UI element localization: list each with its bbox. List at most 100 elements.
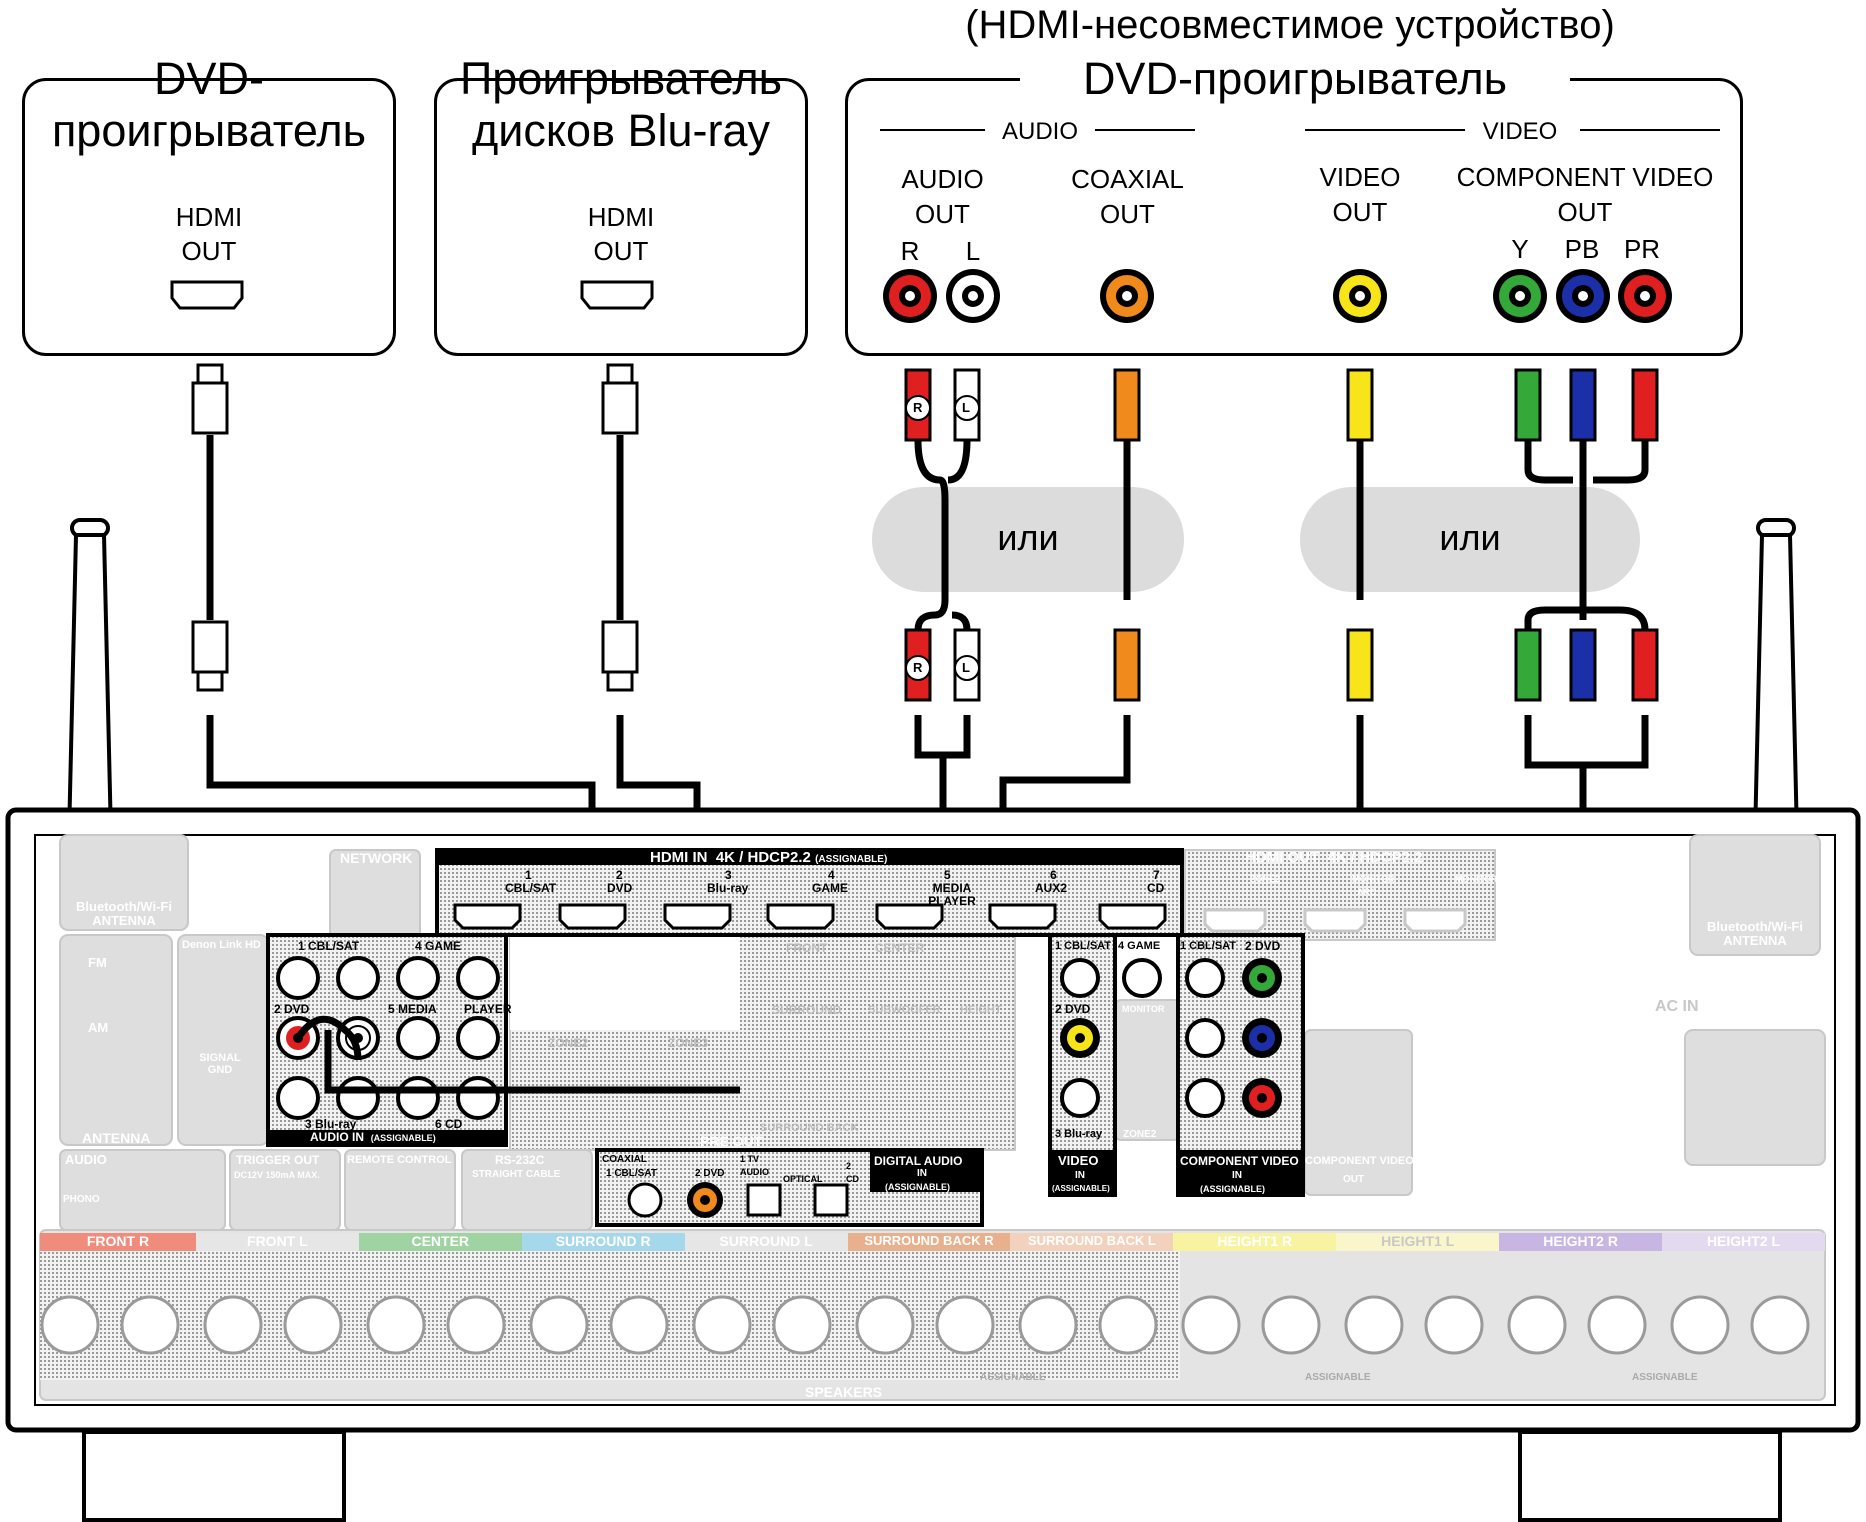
- rca-jack-blue: [1556, 269, 1610, 323]
- video-in-dvd: 2 DVD: [1055, 1002, 1091, 1016]
- video-out-label-2: OUT: [1332, 197, 1388, 227]
- hdmi-out-title: HDMI OUT 4K / HDCP2.2: [1245, 849, 1423, 866]
- audio-in-bluray: 3 Blu-ray: [305, 1117, 357, 1131]
- hdmi-in-4-num: 4: [828, 868, 835, 882]
- hdmi-in-3-num: 3: [725, 868, 732, 882]
- hdmi-in-1-num: 1: [525, 868, 532, 882]
- dvd-analog-note: (HDMI-несовместимое устройство): [965, 3, 1615, 47]
- audio-in-game: 4 GAME: [415, 939, 462, 953]
- video-in-cbl: 1 CBL/SAT: [1055, 940, 1112, 952]
- fm-label: FM: [88, 955, 107, 970]
- plug-l-tag: L: [962, 660, 970, 675]
- hdmi-port-icon: [170, 280, 654, 310]
- speaker-terminals: [40, 1295, 1810, 1355]
- hdmi-in-5-name: MEDIA PLAYER: [928, 881, 976, 908]
- rca-plug-component: [1514, 368, 1659, 702]
- digital-dvd: 2 DVD: [695, 1168, 725, 1179]
- dvd-hdmi-title-2: проигрыватель: [51, 105, 367, 156]
- video-in-game: 4 GAME: [1118, 940, 1161, 952]
- or-bubble-audio: [872, 487, 1184, 592]
- audio-in-cbl: 1 CBL/SAT: [298, 939, 360, 953]
- component-out-monitor: MONITOR/ZONE2: [1310, 942, 1394, 953]
- rca-jack-red: [883, 269, 937, 323]
- hdmi-in-7-num: 7: [1153, 868, 1160, 882]
- plug-r-tag: R: [913, 400, 923, 415]
- digital-optical: OPTICAL: [783, 1174, 823, 1184]
- network-label: NETWORK: [340, 850, 413, 866]
- component-in-in: IN: [1232, 1170, 1242, 1181]
- rca-jack-green: [1493, 269, 1547, 323]
- hdmi-in-6-name: AUX2: [1035, 881, 1068, 895]
- speaker-label-row: FRONT R FRONT L CENTER SURROUND R SURROU…: [40, 1233, 1825, 1251]
- dvd-hdmi-device: [22, 78, 396, 356]
- speaker-label: FRONT R: [40, 1233, 196, 1251]
- speaker-label: HEIGHT1 R: [1173, 1233, 1337, 1251]
- dvd-hdmi-port-label-1: HDMI: [175, 202, 243, 232]
- hdmi-cable-dvd: [206, 435, 596, 860]
- video-out-out: OUT: [1133, 1174, 1155, 1185]
- speakers-assignable-2: ASSIGNABLE: [1305, 1372, 1371, 1383]
- am-label: AM: [88, 1020, 109, 1035]
- digital-tv-audio: 1 TV AUDIO: [740, 1154, 769, 1177]
- hdmi-in-port-icon: [453, 903, 1167, 930]
- comp-pr-label: PR: [1623, 234, 1661, 264]
- speaker-label: FRONT L: [195, 1233, 359, 1251]
- hdmi-in-title: HDMI IN 4K / HDCP2.2 (ASSIGNABLE): [650, 849, 888, 866]
- digital-assignable: (ASSIGNABLE): [885, 1182, 950, 1192]
- or-label-video: или: [1439, 517, 1501, 558]
- comp-y-label: Y: [1511, 234, 1529, 264]
- rca-jack-yellow: [1333, 269, 1387, 323]
- speakers-assignable-3: ASSIGNABLE: [1632, 1372, 1698, 1383]
- component-out-label-2: OUT: [1557, 197, 1613, 227]
- ac-in-label: AC IN: [1655, 998, 1699, 1015]
- preout-subwoofer: SUBWOOFER: [868, 1004, 941, 1016]
- speaker-label: HEIGHT1 L: [1336, 1233, 1500, 1251]
- audio-in-cd: 6 CD: [435, 1117, 463, 1131]
- rca-plug-coaxial: [1113, 368, 1141, 702]
- component-in-assignable: (ASSIGNABLE): [1200, 1184, 1265, 1194]
- inactive-panels: [59, 834, 1826, 1231]
- preout-surround: SURROUND: [772, 1003, 842, 1017]
- hdmi-plug-icon: [191, 363, 639, 692]
- hdmi-in-2-name: DVD: [607, 881, 633, 895]
- audio-in-media: 5 MEDIA: [388, 1002, 437, 1016]
- audio-r-label: R: [900, 236, 920, 266]
- trigger-out-spec: DC12V 150mA MAX.: [234, 1170, 320, 1180]
- hdmi-in-1-name: CBL/SAT: [505, 881, 557, 895]
- bluray-port-label-2: OUT: [593, 236, 649, 266]
- speaker-label: HEIGHT2 L: [1662, 1233, 1825, 1251]
- bt-antenna-right-label: Bluetooth/Wi-Fi ANTENNA: [1707, 919, 1803, 948]
- audio-out-label-1: AUDIO: [901, 164, 984, 194]
- audio-l-label: L: [965, 236, 981, 266]
- plug-r-tag: R: [913, 660, 923, 675]
- hdmi-out-monitor: MONITOR: [1352, 874, 1395, 884]
- speaker-label: SURROUND L: [684, 1233, 848, 1251]
- rca-jack-row: [883, 269, 1672, 323]
- speaker-label: SURROUND BACK R: [847, 1233, 1011, 1251]
- plug-l-tag: L: [962, 400, 970, 415]
- component-out-label-1: COMPONENT VIDEO: [1456, 162, 1714, 192]
- video-group-label: VIDEO: [1482, 118, 1558, 145]
- preout-zone2: ZONE2: [548, 1036, 589, 1050]
- component-in-cbl: 1 CBL/SAT: [1180, 940, 1237, 952]
- preout-height: HEIGHT: [960, 1004, 1002, 1016]
- rca-jack-white: [946, 269, 1000, 323]
- audio-in-player: PLAYER: [464, 1002, 512, 1016]
- remote-control-title: REMOTE CONTROL: [347, 1154, 452, 1166]
- bluray-device: [434, 78, 808, 356]
- denon-link-label: Denon Link HD: [182, 939, 261, 951]
- antenna-label: ANTENNA: [82, 1130, 151, 1146]
- hdmi-in-5-num: 5: [944, 868, 951, 882]
- rca-plug-audio: [904, 368, 981, 702]
- audio-phono-title: AUDIO: [65, 1152, 107, 1167]
- preout-zone3: ZONE3: [668, 1036, 709, 1050]
- hdmi-in-3-name: Blu-ray: [707, 881, 749, 895]
- comp-pb-label: PB: [1564, 234, 1600, 264]
- digital-cbl: 1 CBL/SAT: [606, 1168, 657, 1179]
- digital-title: DIGITAL AUDIO: [874, 1154, 963, 1168]
- rca-plug-video: [1346, 368, 1374, 702]
- video-in-in: IN: [1075, 1170, 1085, 1181]
- speaker-label: SURROUND BACK L: [1010, 1233, 1174, 1251]
- video-in-monitor: MONITOR: [1122, 1004, 1165, 1014]
